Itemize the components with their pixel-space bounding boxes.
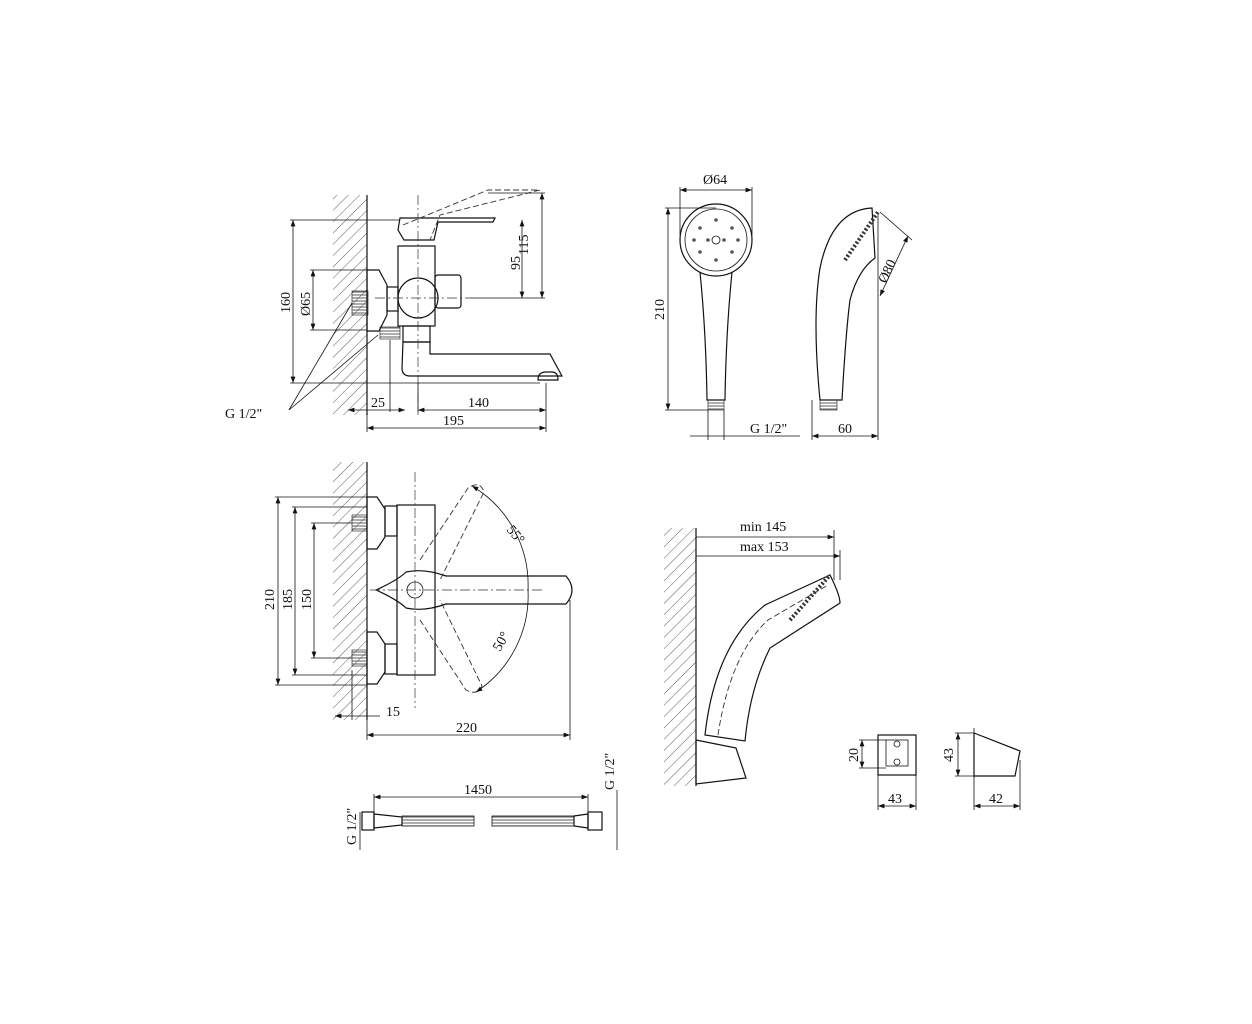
dim-160: 160: [279, 292, 294, 313]
dim-185: 185: [281, 589, 296, 610]
dim-1450: 1450: [464, 783, 492, 798]
dim-95: 95: [509, 256, 524, 270]
dim-d65: Ø65: [299, 292, 314, 316]
dim-d64: Ø64: [703, 173, 727, 188]
hose: 1450 G 1/2" G 1/2": [345, 753, 618, 850]
thread-right: G 1/2": [603, 753, 618, 790]
dim-43-front: 43: [888, 792, 902, 807]
dim-195: 195: [443, 414, 464, 429]
thread-label: G 1/2": [750, 422, 787, 437]
dim-210: 210: [263, 589, 278, 610]
thread-left: G 1/2": [345, 808, 360, 845]
thread-label: G 1/2": [225, 407, 262, 422]
dim-25: 25: [371, 396, 385, 411]
dim-220: 220: [456, 721, 477, 736]
angle-55: 55°: [503, 523, 527, 548]
dim-115: 115: [517, 235, 532, 255]
dim-43-side: 43: [942, 748, 957, 762]
dim-210: 210: [653, 299, 668, 320]
dim-20: 20: [847, 748, 862, 762]
shower-head-views: Ø64 210 G 1/2" 60 Ø80: [653, 173, 913, 440]
mixer-side-view: 115 95 160 Ø65 G 1/2" 25 140 195: [225, 189, 564, 432]
angle-50: 50°: [490, 630, 513, 654]
dim-140: 140: [468, 396, 489, 411]
holder-assembly: min 145 max 153 20 43 43 42: [664, 520, 1021, 810]
dim-60: 60: [838, 422, 852, 437]
dim-150: 150: [300, 589, 315, 610]
mixer-front-view: 55° 50° 210 185 150 15 220: [263, 462, 573, 740]
dim-max-153: max 153: [740, 540, 789, 555]
dim-15: 15: [386, 705, 400, 720]
dim-42: 42: [989, 792, 1003, 807]
dim-min-145: min 145: [740, 520, 786, 535]
